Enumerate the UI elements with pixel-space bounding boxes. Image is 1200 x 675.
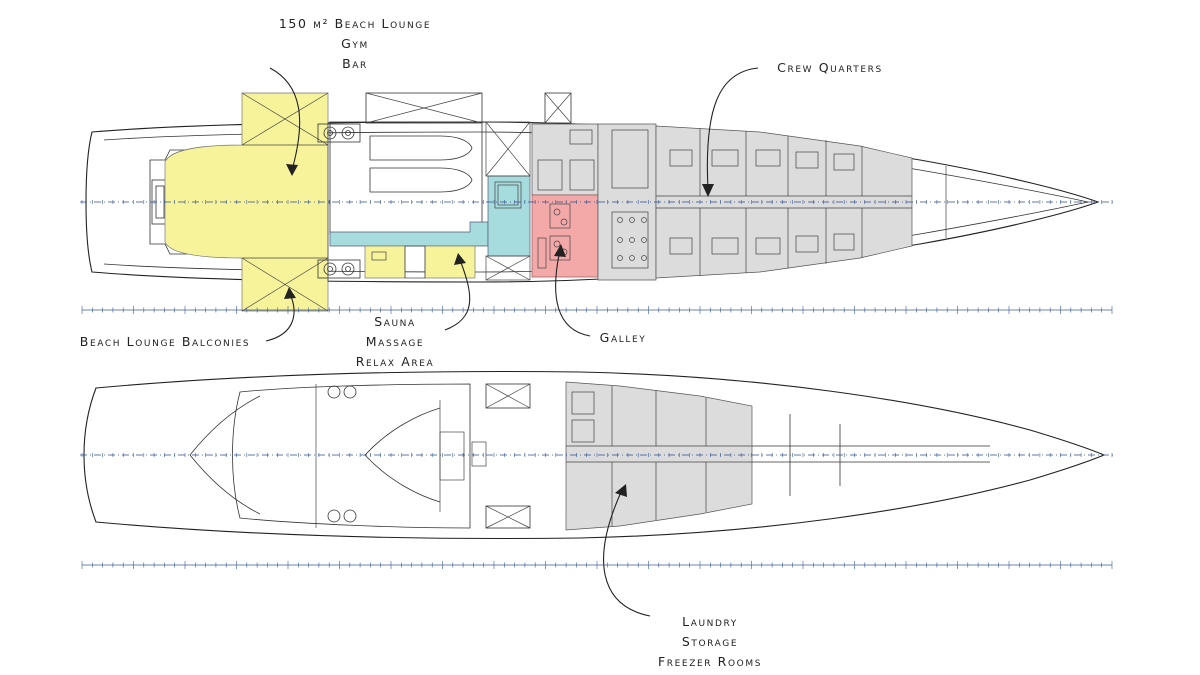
massage-room	[424, 245, 476, 279]
service-zone	[531, 123, 599, 196]
galley-label: Galley	[588, 328, 658, 348]
laundry-label-line2: Storage	[681, 634, 739, 649]
beach-lounge-label: 150 m² Beach Lounge Gym Bar	[255, 14, 455, 74]
spa-stair-zone	[487, 175, 531, 257]
winch-lower-bottom	[327, 509, 357, 523]
winch-bottom	[317, 259, 361, 279]
centreline-ticks	[81, 453, 1113, 457]
galley-label-text: Galley	[599, 330, 647, 345]
winch-lower-top	[327, 385, 357, 399]
scale-rule-lower	[81, 561, 1113, 569]
balconies-label-text: Beach Lounge Balconies	[79, 334, 251, 349]
leader-beach-lounge	[269, 67, 301, 176]
crew-quarters-label-text: Crew Quarters	[777, 60, 883, 75]
winch-top	[317, 123, 361, 143]
tender-boat-1	[369, 135, 473, 161]
spa-label: Sauna Massage Relax Area	[335, 312, 455, 372]
laundry-label-line3: Freezer Rooms	[657, 654, 763, 669]
centreline-ticks	[81, 200, 1113, 204]
tender-boat-2	[369, 167, 473, 193]
laundry-label-line1: Laundry	[682, 614, 738, 629]
beach-lounge-label-line2: Gym	[341, 36, 369, 51]
spa-label-line1: Sauna	[374, 314, 416, 329]
beach-lounge-label-line3: Bar	[342, 56, 368, 71]
spa-label-line2: Massage	[365, 334, 425, 349]
crew-quarters-label: Crew Quarters	[760, 58, 900, 78]
upper-deck-plan	[80, 92, 1115, 312]
leader-laundry	[603, 484, 651, 617]
sauna-room	[364, 245, 406, 279]
lower-deck-plan	[80, 370, 1115, 540]
scale-rule-upper	[81, 306, 1113, 314]
balconies-label: Beach Lounge Balconies	[60, 332, 270, 352]
leader-balconies	[265, 287, 296, 342]
leader-spa	[444, 253, 471, 331]
leader-galley	[554, 244, 591, 337]
laundry-label: Laundry Storage Freezer Rooms	[640, 612, 780, 672]
beach-lounge-label-line1: 150 m² Beach Lounge	[278, 16, 432, 31]
lower-bow-form	[189, 395, 261, 515]
leader-crew-quarters	[702, 67, 759, 197]
spa-label-line3: Relax Area	[355, 354, 435, 369]
